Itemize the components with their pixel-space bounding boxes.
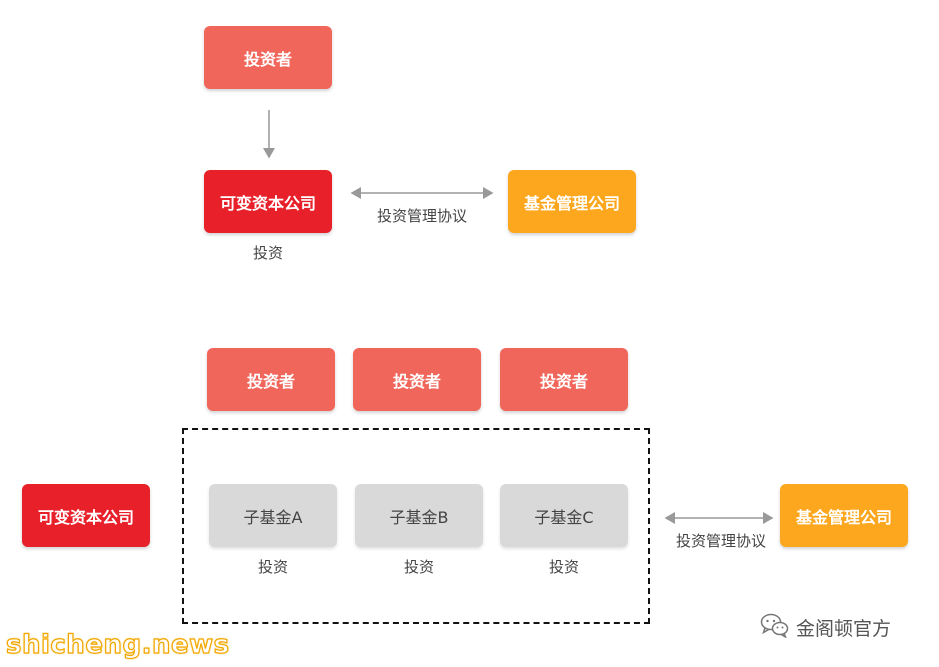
agreement-label: 投资管理协议 — [675, 532, 766, 550]
investor-box-2: 投资者 — [353, 348, 481, 411]
site-watermark: shicheng.news — [5, 629, 230, 660]
account-watermark: 金阁顿官方 — [760, 610, 891, 644]
subfund-label: 子基金C — [534, 507, 594, 527]
invest-label: 投资 — [257, 558, 288, 576]
agreement-label: 投资管理协议 — [376, 207, 467, 225]
invest-label: 投资 — [252, 244, 283, 262]
vcc-box: 可变资本公司 — [204, 170, 332, 233]
investor-label: 投资者 — [392, 371, 441, 391]
invest-label: 投资 — [548, 558, 579, 576]
investor-box: 投资者 — [204, 26, 332, 89]
vcc-label: 可变资本公司 — [219, 193, 316, 213]
wechat-icon — [760, 612, 790, 643]
subfund-b-box: 子基金B — [355, 484, 483, 547]
account-name: 金阁顿官方 — [796, 617, 892, 640]
vcc-umbrella-boundary — [182, 428, 650, 624]
investor-label: 投资者 — [539, 371, 588, 391]
investor-label: 投资者 — [246, 371, 295, 391]
vcc-box: 可变资本公司 — [22, 484, 150, 547]
subfund-c-box: 子基金C — [500, 484, 628, 547]
fund-manager-label: 基金管理公司 — [523, 193, 620, 213]
vcc-label: 可变资本公司 — [37, 507, 134, 527]
investor-box-1: 投资者 — [207, 348, 335, 411]
subfund-a-box: 子基金A — [209, 484, 337, 547]
investor-label: 投资者 — [243, 49, 292, 69]
investor-box-3: 投资者 — [500, 348, 628, 411]
invest-label: 投资 — [403, 558, 434, 576]
subfund-label: 子基金B — [389, 507, 449, 527]
fund-manager-box: 基金管理公司 — [508, 170, 636, 233]
subfund-label: 子基金A — [243, 507, 303, 527]
fund-manager-label: 基金管理公司 — [795, 507, 892, 527]
fund-manager-box: 基金管理公司 — [780, 484, 908, 547]
